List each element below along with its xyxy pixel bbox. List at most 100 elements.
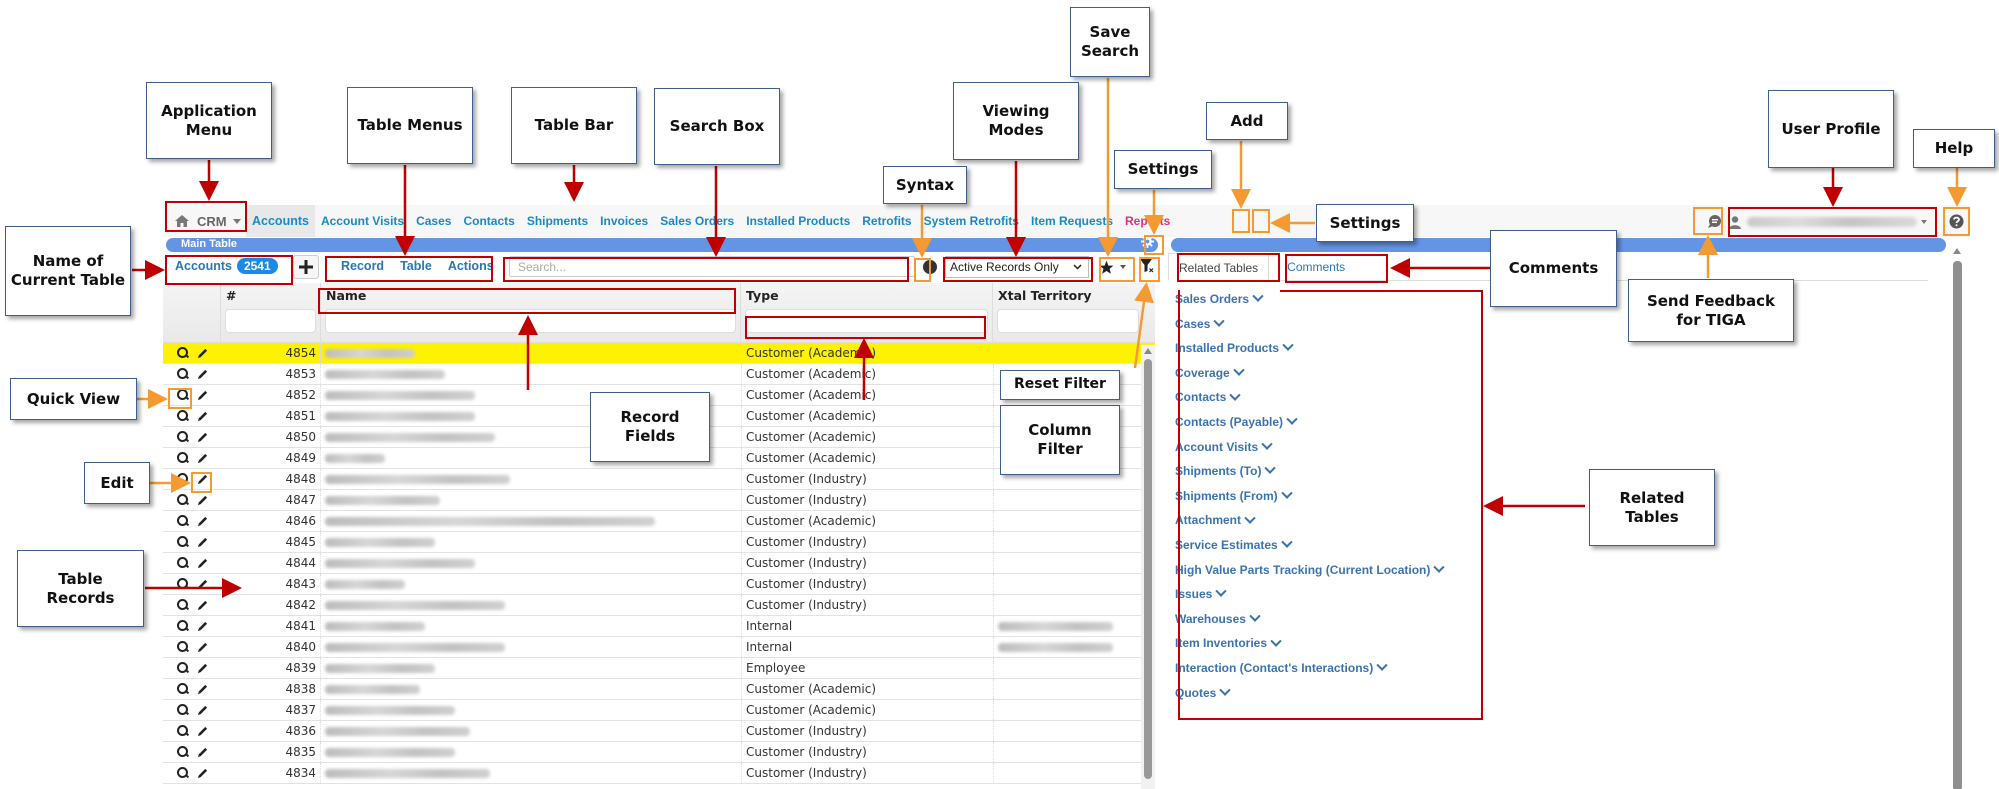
question-circle-icon[interactable] [1948, 213, 1964, 229]
related-table-item[interactable]: Shipments (To) [1175, 459, 1443, 484]
scroll-thumb[interactable] [1144, 359, 1152, 779]
pencil-icon[interactable] [197, 747, 208, 758]
column-filter-name[interactable] [325, 309, 736, 333]
user-profile-menu[interactable] [1729, 211, 1931, 233]
record-name-blurred[interactable] [321, 490, 741, 510]
chevron-down-icon[interactable] [1281, 487, 1293, 499]
related-table-item[interactable]: Contacts (Payable) [1175, 410, 1443, 435]
related-table-item[interactable]: Item Inventories [1175, 631, 1443, 656]
magnifier-icon[interactable] [176, 473, 189, 485]
info-circle-icon[interactable] [923, 260, 937, 274]
pencil-icon[interactable] [197, 432, 208, 443]
scroll-thumb[interactable] [1953, 261, 1962, 789]
related-table-item[interactable]: Installed Products [1175, 336, 1443, 361]
magnifier-icon[interactable] [176, 767, 189, 779]
pencil-icon[interactable] [197, 663, 208, 674]
pencil-icon[interactable] [197, 600, 208, 611]
pencil-icon[interactable] [197, 705, 208, 716]
magnifier-icon[interactable] [176, 494, 189, 506]
magnifier-icon[interactable] [176, 536, 189, 548]
magnifier-icon[interactable] [176, 347, 189, 359]
chevron-down-icon[interactable] [1215, 585, 1228, 598]
table-scrollbar[interactable] [1141, 345, 1155, 789]
save-search-button[interactable] [1095, 256, 1129, 278]
chevron-down-icon[interactable] [1219, 684, 1232, 696]
record-menu[interactable]: Record [341, 259, 385, 273]
pencil-icon[interactable] [197, 537, 208, 548]
record-name-blurred[interactable] [321, 763, 741, 783]
magnifier-icon[interactable] [176, 704, 189, 716]
column-filter-type[interactable] [745, 309, 988, 333]
magnifier-icon[interactable] [176, 599, 189, 611]
related-table-item[interactable]: Quotes [1175, 681, 1443, 706]
related-table-item[interactable]: Sales Orders [1175, 287, 1443, 312]
pencil-icon[interactable] [197, 768, 208, 779]
pencil-icon[interactable] [197, 453, 208, 464]
magnifier-icon[interactable] [176, 368, 189, 380]
chevron-down-icon[interactable] [1229, 389, 1242, 401]
record-name-blurred[interactable] [321, 343, 741, 363]
related-table-item[interactable]: Attachment [1175, 508, 1443, 533]
viewing-mode-select[interactable]: Active Records Only [945, 256, 1089, 278]
magnifier-icon[interactable] [176, 410, 189, 422]
related-table-item[interactable]: Coverage [1175, 361, 1443, 386]
pencil-icon[interactable] [197, 516, 208, 527]
chevron-down-icon[interactable] [1264, 462, 1277, 475]
nav-tab-accounts[interactable]: Accounts [246, 205, 315, 237]
nav-tab-account-visits[interactable]: Account Visits [320, 214, 405, 228]
record-name-blurred[interactable] [321, 553, 741, 573]
pencil-icon[interactable] [197, 726, 208, 737]
related-table-item[interactable]: Issues [1175, 582, 1443, 607]
chevron-down-icon[interactable] [1249, 610, 1261, 622]
magnifier-icon[interactable] [176, 557, 189, 569]
tab-related-tables[interactable]: Related Tables [1168, 253, 1270, 281]
pencil-icon[interactable] [197, 369, 208, 380]
nav-tab-system-retrofits[interactable]: System Retrofits [923, 214, 1019, 228]
pencil-icon[interactable] [197, 390, 208, 401]
pencil-icon[interactable] [197, 621, 208, 632]
column-header-name[interactable]: Name [321, 283, 741, 343]
table-menu[interactable]: Table [400, 259, 432, 273]
pencil-icon[interactable] [197, 684, 208, 695]
nav-tab-contacts[interactable]: Contacts [463, 214, 515, 228]
column-filter-territory[interactable] [997, 309, 1139, 333]
record-name-blurred[interactable] [321, 427, 741, 447]
chevron-down-icon[interactable] [1233, 364, 1245, 376]
column-filter-number[interactable] [225, 309, 316, 333]
chevron-down-icon[interactable] [1244, 512, 1256, 524]
chevron-down-icon[interactable] [1376, 659, 1388, 672]
related-table-item[interactable]: Shipments (From) [1175, 484, 1443, 509]
related-table-item[interactable]: Contacts [1175, 385, 1443, 410]
nav-tab-installed-products[interactable]: Installed Products [746, 214, 851, 228]
magnifier-icon[interactable] [176, 641, 189, 653]
record-name-blurred[interactable] [321, 637, 741, 657]
record-name-blurred[interactable] [321, 679, 741, 699]
chevron-down-icon[interactable] [1213, 315, 1226, 327]
record-name-blurred[interactable] [321, 448, 741, 468]
related-table-item[interactable]: Service Estimates [1175, 533, 1443, 558]
column-header-type[interactable]: Type [741, 283, 993, 343]
record-name-blurred[interactable] [321, 385, 741, 405]
magnifier-icon[interactable] [176, 746, 189, 758]
chevron-down-icon[interactable] [1433, 561, 1446, 573]
record-name-blurred[interactable] [321, 658, 741, 678]
application-menu[interactable]: CRM [169, 208, 247, 234]
nav-tab-invoices[interactable]: Invoices [600, 214, 649, 228]
pencil-icon[interactable] [197, 642, 208, 653]
magnifier-icon[interactable] [176, 662, 189, 674]
tab-comments[interactable]: Comments [1287, 260, 1346, 274]
reset-filter-button[interactable] [1138, 256, 1156, 276]
